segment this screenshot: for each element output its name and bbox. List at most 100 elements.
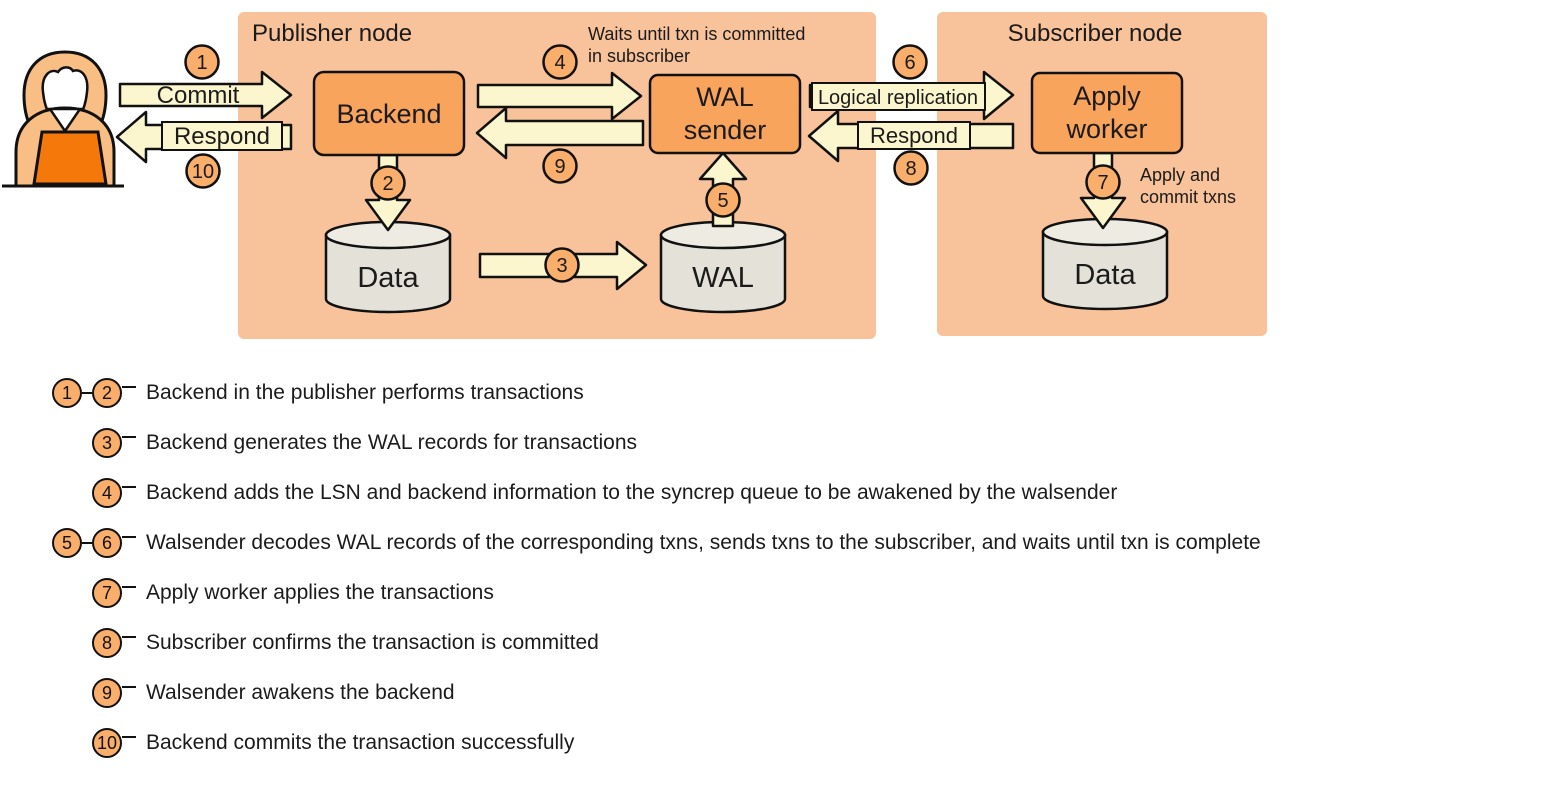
backend-label: Backend — [336, 99, 441, 129]
waits-note-line1: Waits until txn is committed — [588, 24, 805, 44]
badge-group: 1 2 — [38, 378, 122, 408]
badge-circle — [542, 148, 578, 184]
badge-circle — [370, 165, 406, 201]
publisher-data-cylinder: Data — [324, 220, 452, 314]
connector-line — [82, 391, 92, 395]
backend-to-walsender-arrow — [476, 71, 643, 121]
badge-circle — [893, 150, 929, 186]
step-badge: 5 — [52, 528, 82, 558]
step-badge: 4 — [92, 478, 122, 508]
step-badge-10: 10 — [185, 153, 221, 189]
wal-sender-label-line1: WAL — [696, 82, 754, 112]
badge-number: 2 — [382, 173, 393, 195]
respond-subscriber-label-box — [857, 121, 971, 150]
wal-sender-box — [648, 73, 802, 155]
badge-number: 1 — [196, 52, 207, 74]
steps-legend: 1 2 Backend in the publisher performs tr… — [38, 368, 1261, 768]
step-badge-8: 8 — [893, 150, 929, 186]
apply-worker-box — [1030, 71, 1184, 155]
badge-circle — [544, 247, 580, 283]
step-badge-5: 5 — [705, 182, 741, 218]
connector-line — [122, 585, 136, 589]
legend-text: Walsender awakens the backend — [146, 681, 455, 704]
legend-text: Backend in the publisher performs transa… — [146, 381, 584, 404]
subscriber-data-label: Data — [1074, 259, 1136, 291]
connector-line — [122, 485, 136, 489]
badge-circle — [705, 182, 741, 218]
logical-replication-label-box — [811, 82, 986, 111]
connector-line — [82, 541, 92, 545]
connector-line — [122, 385, 136, 389]
connector-line — [122, 435, 136, 439]
badge-circle — [185, 153, 221, 189]
connector-line — [122, 685, 136, 689]
step-badge-7: 7 — [1085, 164, 1121, 200]
step-badge-2: 2 — [370, 165, 406, 201]
user-collar — [47, 107, 83, 134]
legend-item-10: 10 Backend commits the transaction succe… — [38, 718, 1261, 768]
connector-line — [122, 735, 136, 739]
apply-worker-label-line1: Apply — [1073, 81, 1141, 111]
legend-text: Backend commits the transaction successf… — [146, 731, 575, 754]
badge-circle — [542, 44, 578, 80]
cylinder-body — [324, 233, 452, 314]
cylinder-body — [659, 233, 787, 314]
badge-number: 6 — [904, 52, 915, 74]
wal-sender-label-line2: sender — [684, 115, 767, 145]
waits-note-line2: in subscriber — [588, 46, 690, 66]
respond-to-user-label: Respond — [174, 123, 270, 150]
respond-label-box — [161, 121, 283, 151]
step-badge-3: 3 — [544, 247, 580, 283]
apply-note-line1: Apply and — [1140, 165, 1220, 185]
logical-replication-label: Logical replication — [818, 87, 978, 109]
legend-item-3: 3 Backend generates the WAL records for … — [38, 418, 1261, 468]
legend-text: Walsender decodes WAL records of the cor… — [146, 531, 1261, 554]
step-badge: 8 — [92, 628, 122, 658]
connector-line — [122, 635, 136, 639]
badge-circle — [184, 44, 220, 80]
step-badge: 1 — [52, 378, 82, 408]
badge-group: 5 6 — [38, 528, 122, 558]
publisher-node-title: Publisher node — [252, 20, 412, 47]
legend-item-8: 8 Subscriber confirms the transaction is… — [38, 618, 1261, 668]
step-badge-1: 1 — [184, 44, 220, 80]
badge-number: 10 — [192, 161, 214, 183]
publisher-data-label: Data — [357, 262, 419, 294]
user-icon — [2, 50, 124, 188]
badge-number: 4 — [554, 52, 565, 74]
step-badge: 3 — [92, 428, 122, 458]
step-badge: 9 — [92, 678, 122, 708]
walsender-to-backend-arrow — [475, 106, 645, 160]
step-badge-9: 9 — [542, 148, 578, 184]
badge-number: 3 — [556, 255, 567, 277]
legend-item-7: 7 Apply worker applies the transactions — [38, 568, 1261, 618]
step-badge-4: 4 — [542, 44, 578, 80]
badge-number: 7 — [1097, 172, 1108, 194]
wal-cylinder-label: WAL — [692, 262, 754, 294]
apply-note-line2: commit txns — [1140, 187, 1236, 207]
badge-circle — [1085, 164, 1121, 200]
badge-group: 8 — [38, 628, 122, 658]
cylinder-body — [1041, 230, 1169, 311]
legend-text: Backend generates the WAL records for tr… — [146, 431, 638, 454]
wal-cylinder: WAL — [659, 220, 787, 314]
legend-item-4: 4 Backend adds the LSN and backend infor… — [38, 468, 1261, 518]
subscriber-node-title: Subscriber node — [1008, 20, 1183, 47]
connector-line — [122, 535, 136, 539]
badge-group: 3 — [38, 428, 122, 458]
legend-text: Backend adds the LSN and backend informa… — [146, 481, 1118, 504]
commit-arrow-label: Commit — [157, 82, 240, 109]
step-badge: 10 — [92, 728, 122, 758]
subscriber-data-cylinder: Data — [1041, 217, 1169, 311]
legend-item-5-6: 5 6 Walsender decodes WAL records of the… — [38, 518, 1261, 568]
badge-group: 7 — [38, 578, 122, 608]
step-badge-6: 6 — [892, 44, 928, 80]
legend-text: Subscriber confirms the transaction is c… — [146, 631, 599, 654]
step-badge: 7 — [92, 578, 122, 608]
badge-circle — [892, 44, 928, 80]
legend-item-1-2: 1 2 Backend in the publisher performs tr… — [38, 368, 1261, 418]
backend-box — [312, 70, 466, 157]
badge-number: 5 — [717, 190, 728, 212]
legend-item-9: 9 Walsender awakens the backend — [38, 668, 1261, 718]
